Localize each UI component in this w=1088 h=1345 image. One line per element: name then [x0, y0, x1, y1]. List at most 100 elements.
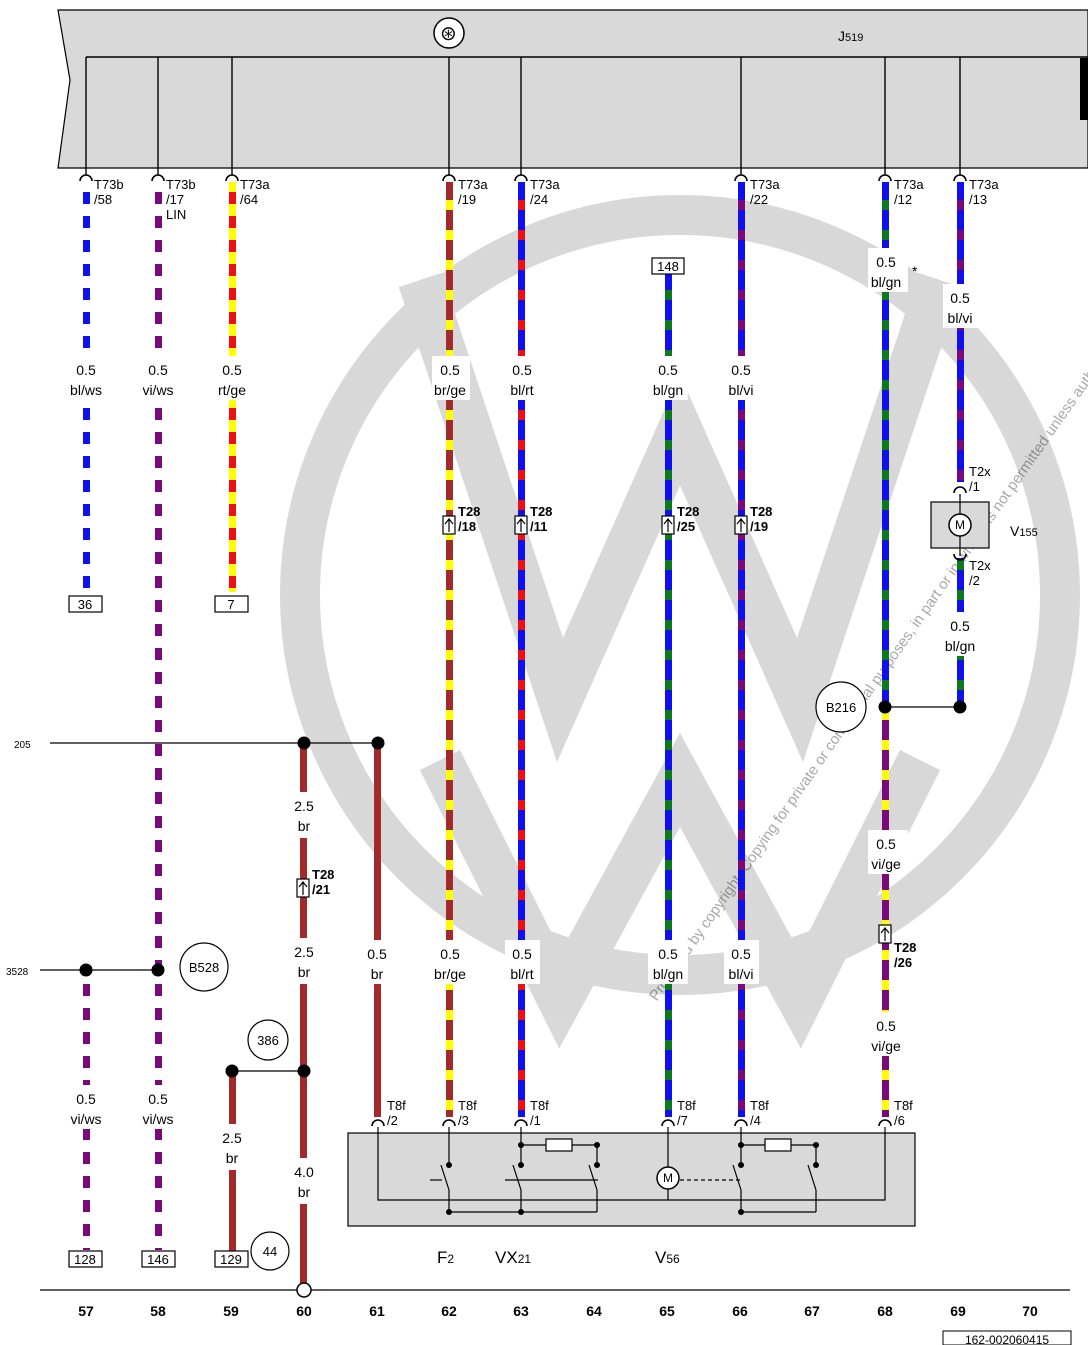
v155-motor-icon [948, 513, 972, 537]
svg-text:0.5: 0.5 [876, 254, 896, 270]
svg-text:63: 63 [513, 1303, 529, 1319]
svg-text:T73a: T73a [240, 177, 270, 192]
svg-text:br/ge: br/ge [434, 966, 466, 982]
doc-id-box [942, 1330, 1072, 1345]
svg-text:T28: T28 [677, 504, 699, 519]
svg-text:br: br [298, 1184, 311, 1200]
svg-text:148: 148 [657, 259, 679, 274]
svg-text:vi/ws: vi/ws [142, 382, 173, 398]
svg-text:LIN: LIN [166, 207, 186, 222]
svg-text:T73a: T73a [894, 177, 924, 192]
svg-text:bl/vi: bl/vi [729, 966, 754, 982]
svg-text:br/ge: br/ge [434, 382, 466, 398]
svg-text:0.5: 0.5 [876, 1018, 896, 1034]
module-label: J519 [838, 28, 863, 44]
svg-text:58: 58 [150, 1303, 166, 1319]
svg-text:bl/gn: bl/gn [653, 966, 683, 982]
svg-text:T28: T28 [312, 867, 334, 882]
svg-text:br: br [226, 1150, 239, 1166]
ignition-icon: ⊛ [440, 23, 457, 45]
svg-text:62: 62 [441, 1303, 457, 1319]
svg-text:T28: T28 [530, 504, 552, 519]
svg-text:vi/ge: vi/ge [871, 856, 901, 872]
svg-text:bl/rt: bl/rt [510, 966, 533, 982]
page-edge-tab [1080, 58, 1088, 120]
svg-text:/26: /26 [894, 955, 912, 970]
svg-text:V56: V56 [655, 1248, 680, 1267]
module-j519-box [57, 9, 1088, 169]
svg-text:/19: /19 [750, 519, 768, 534]
svg-text:bl/gn: bl/gn [871, 274, 901, 290]
switch-contact-nodes [446, 1142, 819, 1215]
internal-circuit [377, 1127, 886, 1213]
svg-text:59: 59 [223, 1303, 239, 1319]
svg-text:/22: /22 [750, 192, 768, 207]
svg-text:/6: /6 [894, 1113, 905, 1128]
v155-label: V155 [1010, 523, 1038, 539]
svg-text:/12: /12 [894, 192, 912, 207]
svg-text:129: 129 [220, 1252, 242, 1267]
v56-motor-icon [656, 1166, 680, 1190]
svg-text:VX21: VX21 [495, 1248, 531, 1267]
asterisk-note: * [912, 263, 918, 279]
svg-text:bl/vi: bl/vi [729, 382, 754, 398]
svg-text:/1: /1 [530, 1113, 541, 1128]
svg-text:/7: /7 [677, 1113, 688, 1128]
svg-text:br: br [298, 964, 311, 980]
svg-text:0.5: 0.5 [658, 946, 678, 962]
svg-text:0.5: 0.5 [440, 362, 460, 378]
watermark-logo [280, 195, 1080, 1049]
svg-text:B528: B528 [189, 960, 219, 975]
edge-label-top: 205 [14, 740, 31, 751]
svg-text:0.5: 0.5 [76, 1091, 96, 1107]
t28-arrows [298, 518, 890, 941]
t2x-pins [953, 486, 967, 561]
svg-text:36: 36 [78, 597, 92, 612]
svg-text:/18: /18 [458, 519, 476, 534]
svg-text:br: br [371, 966, 384, 982]
svg-text:T8f: T8f [387, 1098, 406, 1113]
svg-text:146: 146 [147, 1252, 169, 1267]
t28-labels: T28/18 T28/11 T28/25 T28/19 T28/21 T28/2… [312, 504, 916, 970]
v56-motor-letter: M [663, 1171, 673, 1185]
svg-text:2.5: 2.5 [222, 1130, 242, 1146]
svg-text:T28: T28 [894, 940, 916, 955]
circle-callouts [179, 681, 867, 1271]
ground-node [296, 1282, 312, 1298]
svg-text:0.5: 0.5 [950, 618, 970, 634]
svg-text:68: 68 [877, 1303, 893, 1319]
svg-text:386: 386 [257, 1033, 279, 1048]
junction-nodes [79, 700, 967, 1078]
svg-text:/3: /3 [458, 1113, 469, 1128]
svg-text:T8f: T8f [677, 1098, 696, 1113]
svg-text:T2x: T2x [969, 464, 991, 479]
svg-text:/24: /24 [530, 192, 548, 207]
svg-text:61: 61 [369, 1303, 385, 1319]
svg-text:64: 64 [586, 1303, 602, 1319]
t8f-pins [371, 1119, 892, 1127]
svg-text:T73a: T73a [969, 177, 999, 192]
svg-text:69: 69 [950, 1303, 966, 1319]
svg-text:57: 57 [78, 1303, 94, 1319]
svg-text:0.5: 0.5 [76, 362, 96, 378]
svg-text:0.5: 0.5 [950, 290, 970, 306]
svg-text:0.5: 0.5 [222, 362, 242, 378]
svg-text:7: 7 [227, 597, 234, 612]
svg-text:/4: /4 [750, 1113, 761, 1128]
svg-text:rt/ge: rt/ge [218, 382, 246, 398]
svg-text:vi/ws: vi/ws [70, 1111, 101, 1127]
door-component-box [347, 1132, 916, 1227]
connector-pins-top [79, 174, 967, 182]
svg-text:/13: /13 [969, 192, 987, 207]
svg-text:/1: /1 [969, 479, 980, 494]
svg-text:bl/gn: bl/gn [653, 382, 683, 398]
svg-text:/11: /11 [530, 519, 547, 534]
svg-text:/19: /19 [458, 192, 476, 207]
junction-lines [40, 706, 1070, 1291]
svg-text:T73a: T73a [458, 177, 488, 192]
svg-text:bl/gn: bl/gn [945, 638, 975, 654]
svg-text:T8f: T8f [750, 1098, 769, 1113]
svg-text:2.5: 2.5 [294, 944, 314, 960]
